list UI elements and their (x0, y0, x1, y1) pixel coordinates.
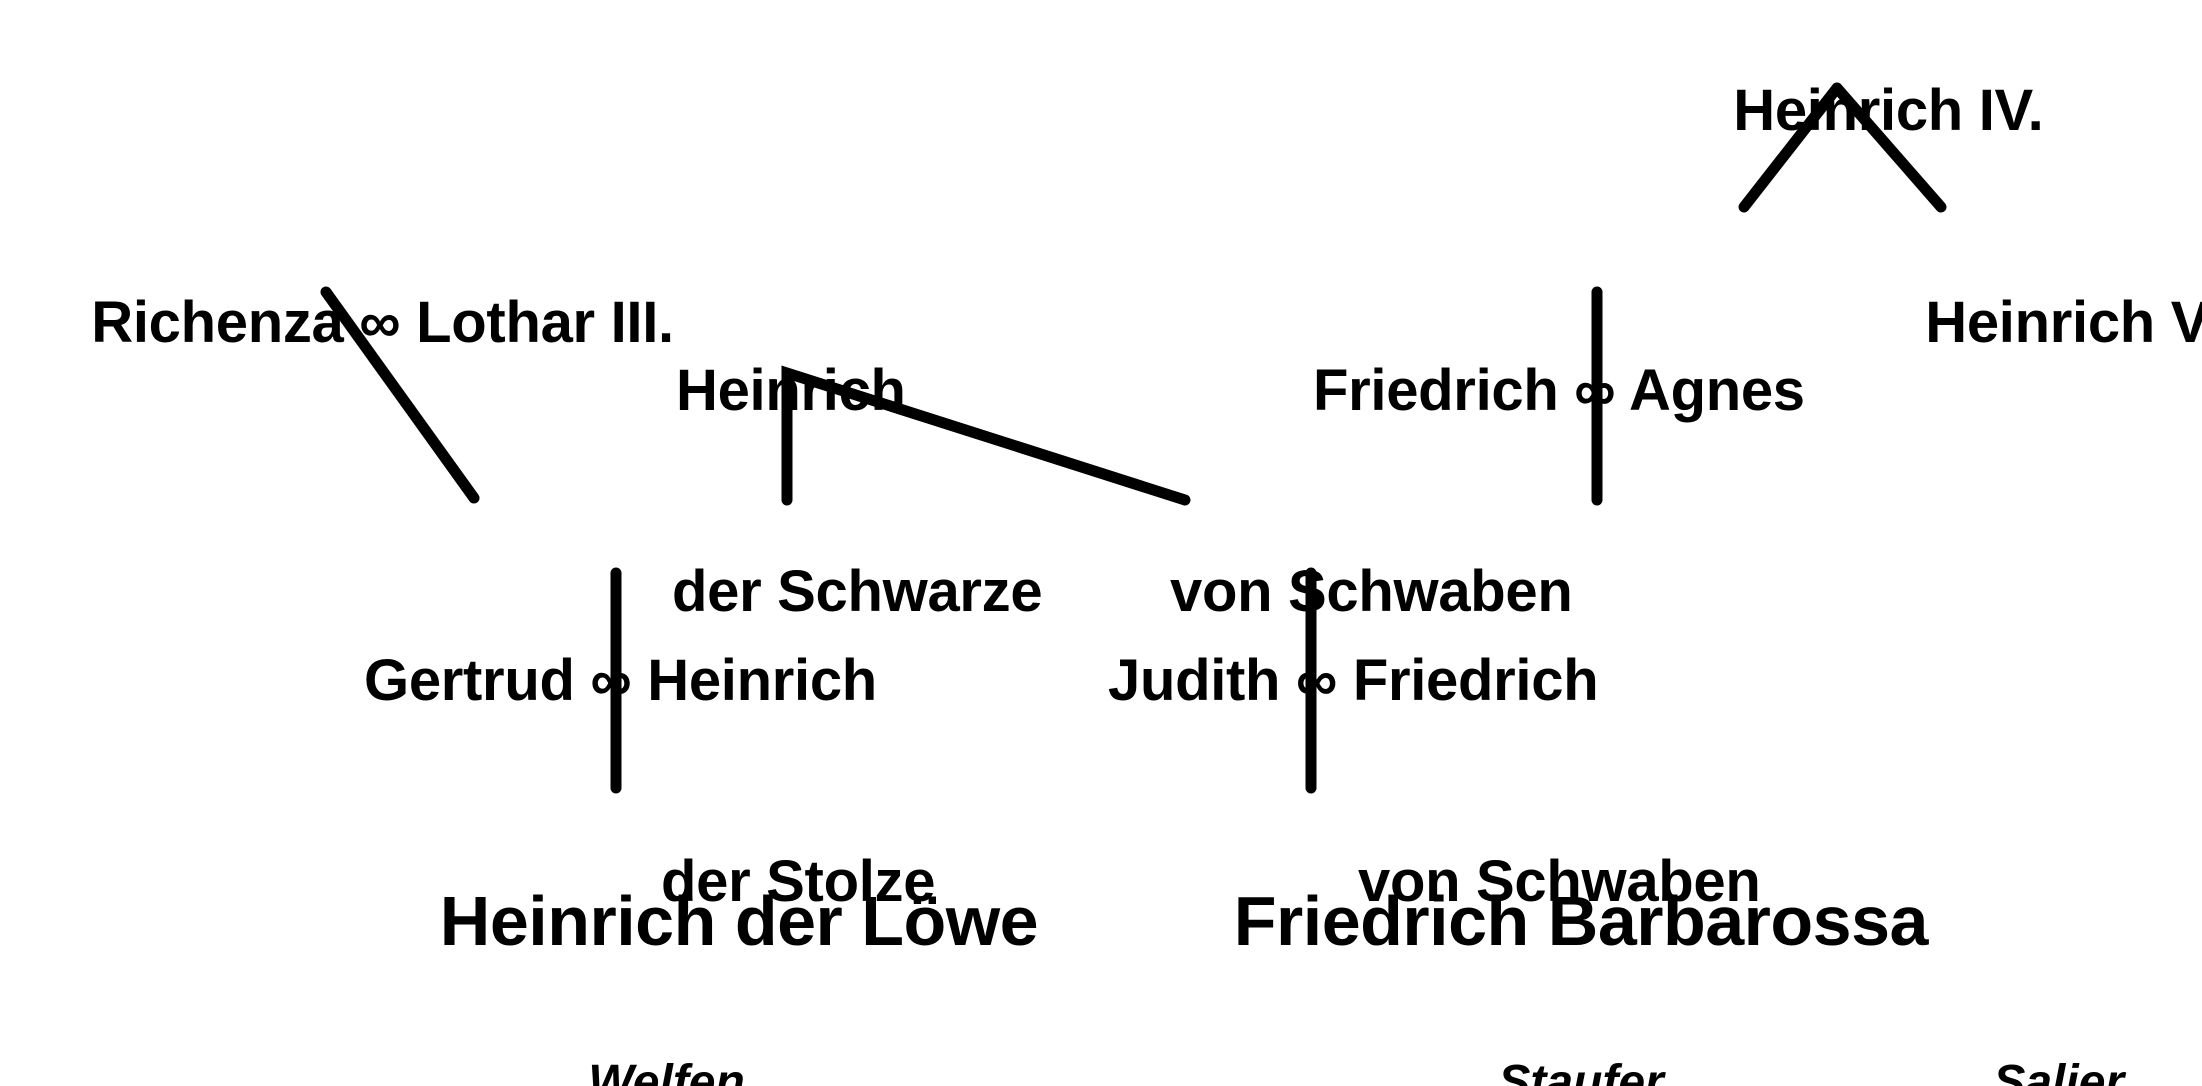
house-label-staufer-text: Staufer (1498, 1056, 1664, 1086)
house-label-staufer: Staufer (1445, 1000, 1664, 1086)
node-judith-friedrich-von-schwaben[interactable]: Judith ∞ Friedrich von Schwaben (1108, 512, 1761, 1050)
node-friedrich-agnes[interactable]: Friedrich ∞ Agnes von Schwaben (1170, 222, 1805, 760)
node-heinrich-iv[interactable]: Heinrich IV. (1670, 10, 2043, 212)
node-gertrud-heinrich-line2: der Stolze (661, 849, 936, 915)
house-label-welfen: Welfen (535, 1000, 745, 1086)
node-richenza-lothar-label: Richenza ∞ Lothar III. (91, 290, 674, 356)
node-heinrich-iv-label: Heinrich IV. (1733, 78, 2044, 144)
node-friedrich-barbarossa-label: Friedrich Barbarossa (1233, 882, 1929, 961)
node-heinrich-der-schwarze-line1: Heinrich (676, 357, 906, 423)
node-heinrich-der-loewe[interactable]: Heinrich der Löwe (364, 800, 1039, 1044)
node-heinrich-der-schwarze[interactable]: Heinrich der Schwarze (672, 222, 1043, 760)
node-friedrich-barbarossa[interactable]: Friedrich Barbarossa (1158, 800, 1929, 1044)
node-gertrud-heinrich-line1: Gertrud ∞ Heinrich (364, 647, 877, 713)
node-friedrich-agnes-line2: von Schwaben (1170, 559, 1573, 625)
house-label-salier: Salier (1940, 1000, 2124, 1086)
node-heinrich-der-schwarze-line2: der Schwarze (672, 559, 1043, 625)
node-heinrich-der-loewe-label: Heinrich der Löwe (439, 882, 1039, 961)
node-friedrich-agnes-line1: Friedrich ∞ Agnes (1313, 357, 1805, 423)
node-judith-friedrich-line1: Judith ∞ Friedrich (1108, 647, 1599, 713)
house-label-welfen-text: Welfen (588, 1056, 745, 1086)
house-label-salier-text: Salier (1993, 1056, 2125, 1086)
node-heinrich-v-label: Heinrich V. (1925, 290, 2202, 356)
node-gertrud-heinrich-der-stolze[interactable]: Gertrud ∞ Heinrich der Stolze (364, 512, 935, 1050)
node-heinrich-v[interactable]: Heinrich V. (1862, 222, 2202, 424)
node-richenza-lothar[interactable]: Richenza ∞ Lothar III. (28, 222, 674, 424)
node-judith-friedrich-line2: von Schwaben (1358, 849, 1761, 915)
